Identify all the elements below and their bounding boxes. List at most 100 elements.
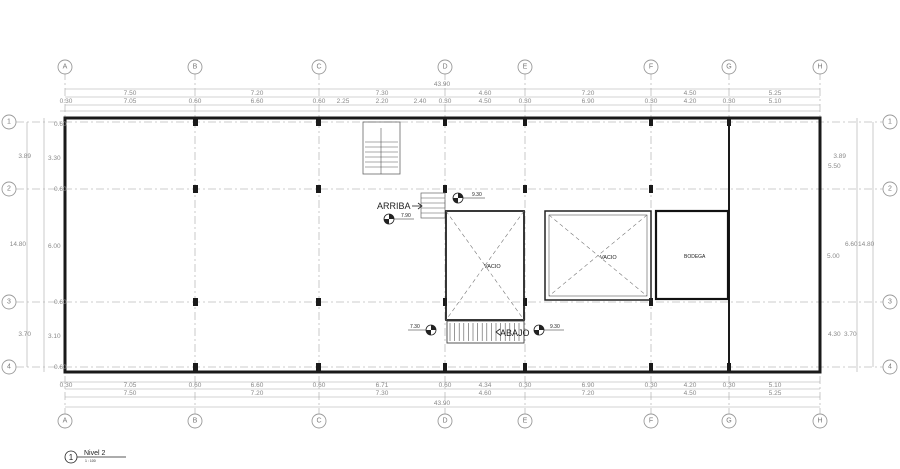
void-2 [544, 210, 652, 301]
dimension-text: 4.20 [684, 382, 697, 389]
abajo-arrow-head [495, 328, 501, 336]
dimension-text: 4.50 [684, 390, 697, 397]
level-left-bottom-value: 7.30 [410, 324, 420, 330]
vacio-2-label: VACIO [600, 255, 617, 261]
dimension-text: 5.25 [769, 90, 782, 97]
grid-bubble-label: A [63, 418, 68, 425]
dimension-text: 6.90 [582, 382, 595, 389]
dimension-text: 6.60 [845, 241, 858, 248]
grid-bubble-C: C [311, 413, 327, 429]
dimension-text: 0.30 [60, 98, 73, 105]
level-marker-left-bottom [408, 324, 437, 336]
dimension-text: 5.00 [827, 253, 840, 260]
dimension-text: 2.25 [337, 98, 350, 105]
bodega-room [654, 209, 730, 301]
dimension-text: 3.10 [48, 333, 61, 340]
dimension-text: 5.25 [769, 390, 782, 397]
side-dimension-lines [26, 118, 874, 372]
grid-bubble-E: E [517, 59, 533, 75]
grid-bubble-2: 2 [1, 181, 17, 197]
grid-bubble-4: 4 [882, 359, 898, 375]
level-top-value: 9.30 [472, 192, 482, 198]
grid-bubble-label: E [523, 64, 528, 71]
dimension-text: 2.40 [414, 98, 427, 105]
grid-bubble-4: 4 [1, 359, 17, 375]
dimension-text: 6.90 [582, 98, 595, 105]
dimension-text: 7.05 [124, 382, 137, 389]
dimension-text: 14.80 [858, 241, 875, 248]
dimension-text: 0.30 [60, 382, 73, 389]
level-arriba-value: 7.90 [401, 213, 411, 219]
grid-bubble-G: G [721, 413, 737, 429]
arriba-stair [420, 192, 446, 219]
dimension-text: 4.50 [479, 98, 492, 105]
grid-bubble-label: A [63, 64, 68, 71]
dimension-text: 3.70 [18, 331, 31, 338]
arriba-label: ARRIBA [377, 201, 411, 211]
dimension-text: 6.00 [48, 243, 61, 250]
vacio-1-label: VACIO [484, 264, 501, 270]
dimension-text: 7.20 [251, 90, 264, 97]
dimension-text: 7.20 [582, 90, 595, 97]
grid-bubble-label: E [523, 418, 528, 425]
grid-bubble-A: A [57, 413, 73, 429]
level-marker-right-bottom [533, 324, 564, 336]
dimension-text: 0.60 [54, 186, 67, 193]
horizontal-grid-lines [16, 121, 884, 368]
dimension-text: 7.20 [582, 390, 595, 397]
grid-bubble-2: 2 [882, 181, 898, 197]
grid-bubble-label: F [649, 418, 653, 425]
level-marker-top [452, 192, 485, 204]
grid-bubble-label: 1 [888, 119, 892, 126]
dimension-text: 7.20 [251, 390, 264, 397]
grid-bubble-label: G [726, 64, 731, 71]
grid-bubble-G: G [721, 59, 737, 75]
grid-bubble-label: B [193, 418, 198, 425]
dimension-text: 5.10 [769, 382, 782, 389]
dimension-text: 0.30 [439, 98, 452, 105]
dimension-text: 3.30 [48, 155, 61, 162]
level-marker-arriba [383, 213, 414, 225]
dimension-text: 3.89 [18, 153, 31, 160]
dimension-text: 4.50 [684, 90, 697, 97]
grid-bubble-label: 4 [7, 364, 11, 371]
bodega-label: BODEGA [684, 254, 706, 260]
upper-stair [362, 121, 401, 175]
grid-bubble-A: A [57, 59, 73, 75]
grid-bubble-label: C [316, 418, 321, 425]
dimension-text: 0.60 [313, 98, 326, 105]
grid-bubble-label: C [316, 64, 321, 71]
grid-bubble-label: H [817, 418, 822, 425]
dimension-text: 7.05 [124, 98, 137, 105]
dimension-text: 0.60 [54, 121, 67, 128]
dimension-text: 0.30 [723, 98, 736, 105]
columns [193, 119, 731, 371]
dimension-text: 4.60 [479, 390, 492, 397]
dimension-text: 0.60 [54, 364, 67, 371]
grid-bubble-label: 3 [888, 299, 892, 306]
dimension-text: 0.30 [519, 382, 532, 389]
dimension-text: 0.30 [723, 382, 736, 389]
grid-bubble-3: 3 [1, 294, 17, 310]
grid-bubble-C: C [311, 59, 327, 75]
dimension-text: 0.30 [645, 98, 658, 105]
grid-bubble-B: B [187, 413, 203, 429]
grid-bubble-label: 4 [888, 364, 892, 371]
dimension-text: 5.10 [769, 98, 782, 105]
dimension-text: 3.70 [844, 331, 857, 338]
void-1 [445, 210, 525, 321]
grid-bubble-label: H [817, 64, 822, 71]
grid-bubble-E: E [517, 413, 533, 429]
grid-bubble-F: F [643, 413, 659, 429]
dimension-text: 2.20 [376, 98, 389, 105]
grid-bubble-H: H [812, 59, 828, 75]
grid-bubble-label: 3 [7, 299, 11, 306]
grid-bubble-3: 3 [882, 294, 898, 310]
dimension-text: 6.71 [376, 382, 389, 389]
building-outline [63, 116, 822, 374]
grid-bubble-label: D [442, 418, 447, 425]
grid-bubble-F: F [643, 59, 659, 75]
